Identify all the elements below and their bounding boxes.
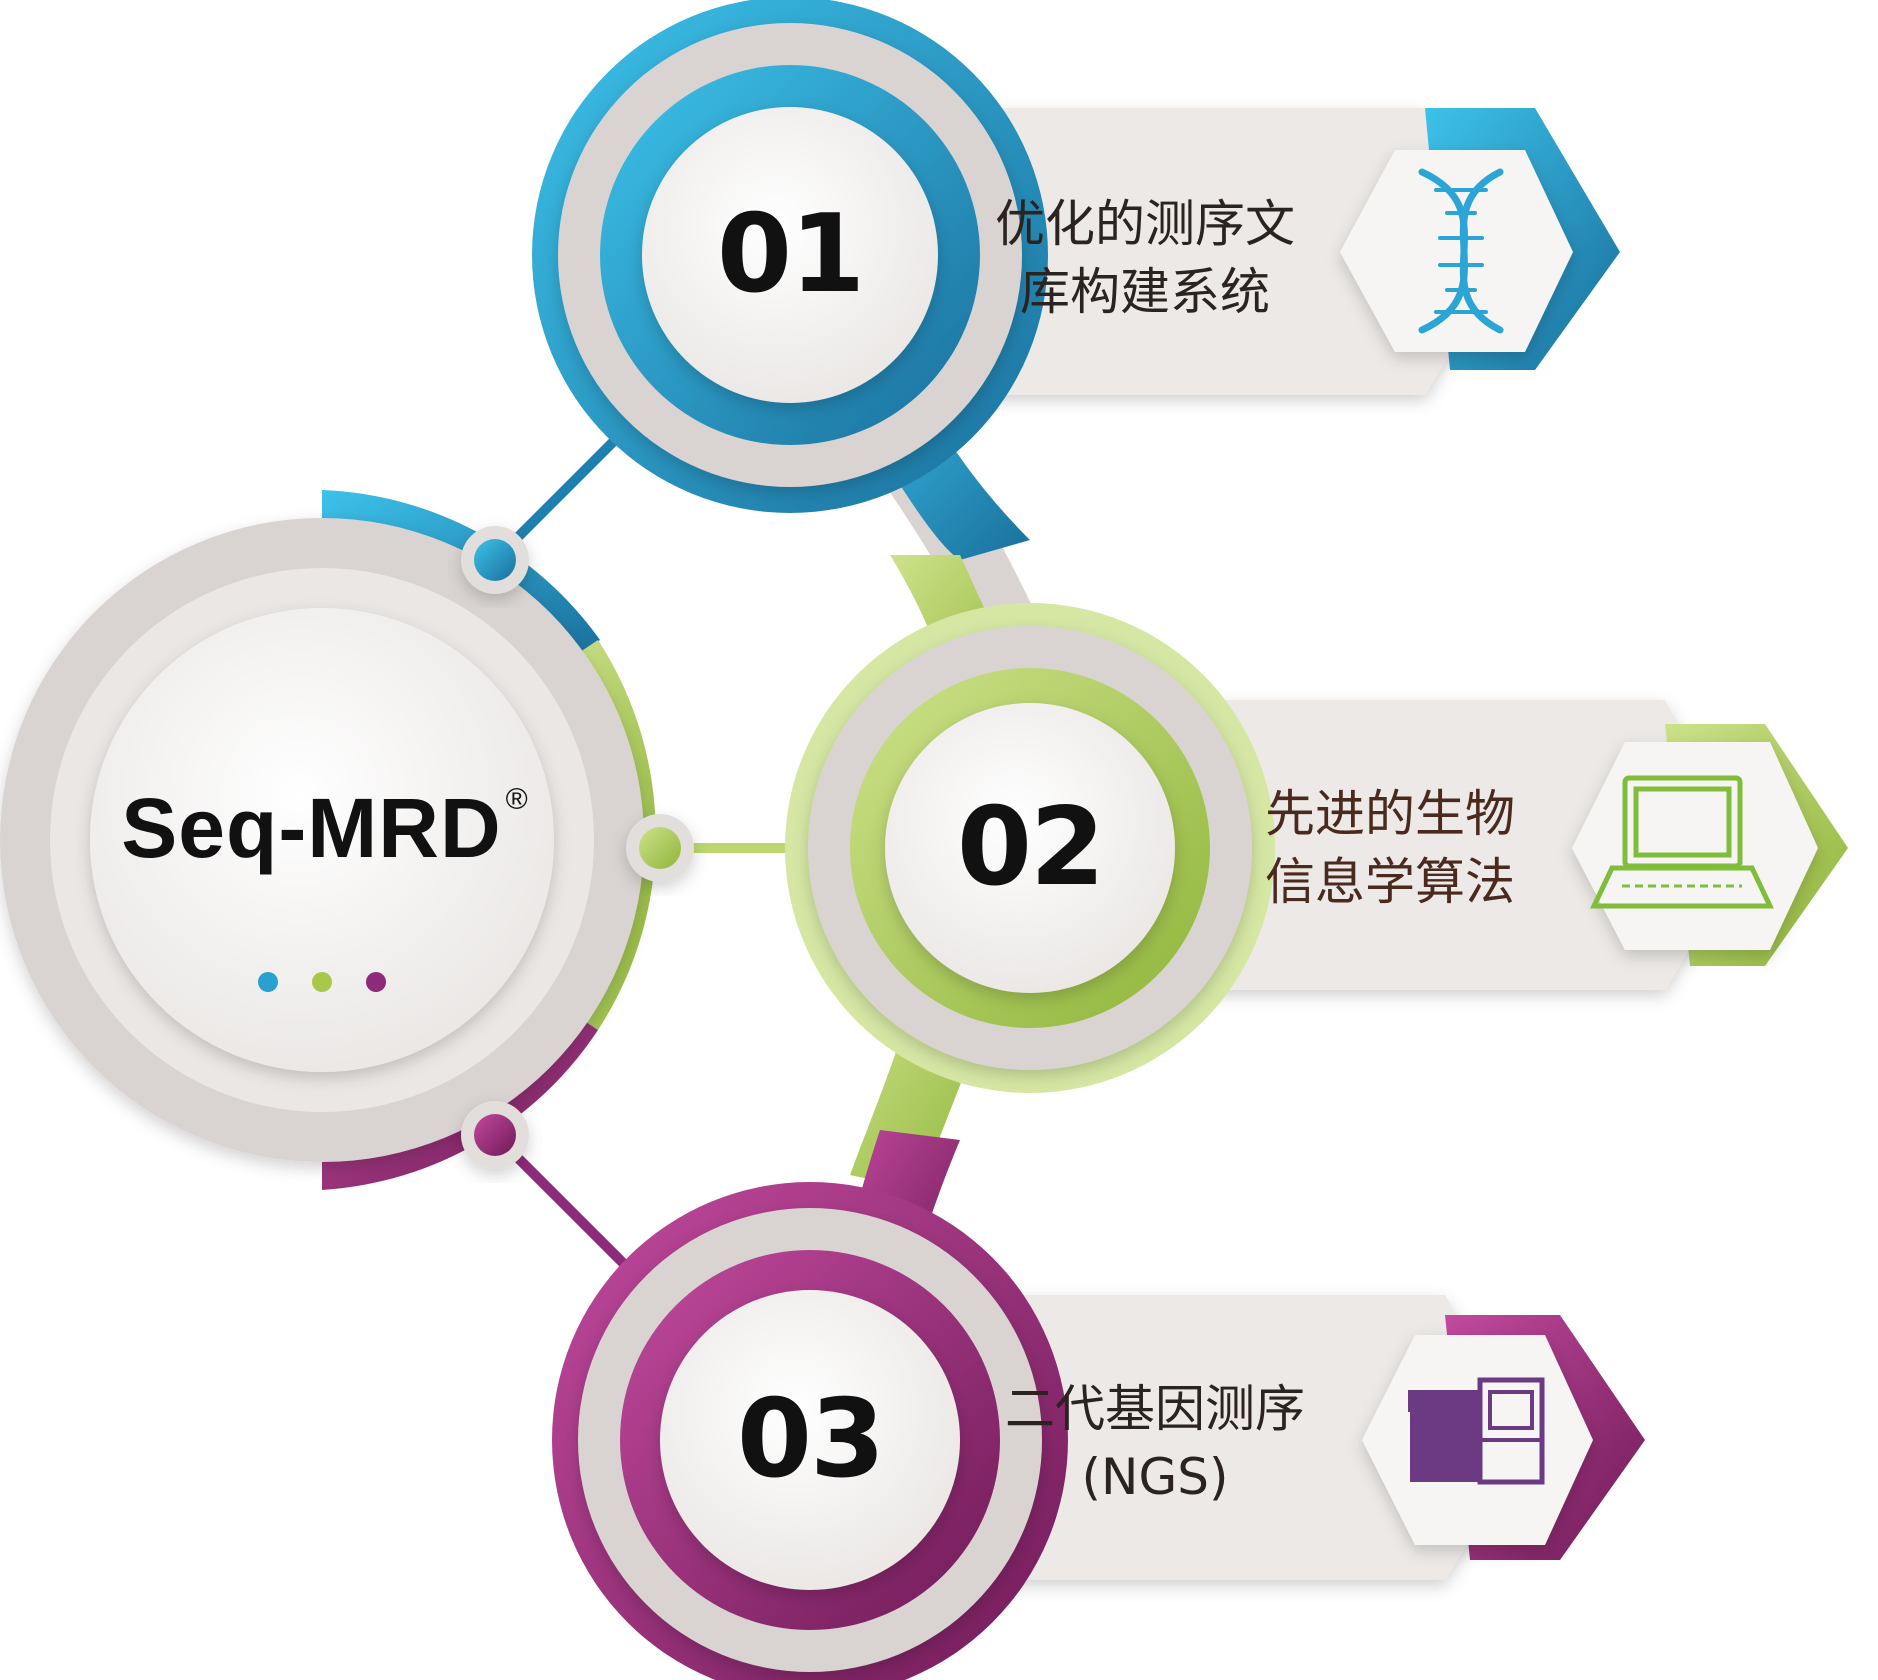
item-label-03-line-1: 二代基因测序 — [1005, 1380, 1305, 1438]
brand-node — [0, 490, 656, 1190]
item-label-03-line-2: (NGS) — [1081, 1448, 1229, 1506]
joint-nodes — [461, 526, 694, 1169]
item-label-03: 二代基因测序 (NGS) — [965, 1375, 1345, 1511]
node-01 — [532, 0, 1048, 513]
brand-title: Seq-MRD® — [95, 780, 555, 877]
item-label-02: 先进的生物 信息学算法 — [1200, 780, 1580, 916]
dot-blue — [258, 972, 278, 992]
dot-purple — [366, 972, 386, 992]
registered-mark: ® — [505, 783, 529, 816]
dna-icon — [1418, 168, 1504, 334]
node-03 — [552, 1182, 1068, 1680]
sequencer-icon — [1408, 1377, 1545, 1485]
item-label-02-line-1: 先进的生物 — [1265, 785, 1515, 843]
dot-green — [312, 972, 332, 992]
laptop-icon — [1590, 775, 1774, 909]
item-number-02: 02 — [956, 785, 1105, 910]
node-02 — [785, 603, 1275, 1093]
item-label-02-line-2: 信息学算法 — [1265, 853, 1515, 911]
item-label-01-line-1: 优化的测序文 — [995, 195, 1295, 253]
item-label-01-line-2: 库构建系统 — [1020, 263, 1270, 321]
item-label-01: 优化的测序文 库构建系统 — [955, 190, 1335, 326]
item-number-01: 01 — [716, 192, 865, 317]
brand-title-text: Seq-MRD — [121, 781, 502, 875]
item-number-03: 03 — [736, 1377, 885, 1502]
